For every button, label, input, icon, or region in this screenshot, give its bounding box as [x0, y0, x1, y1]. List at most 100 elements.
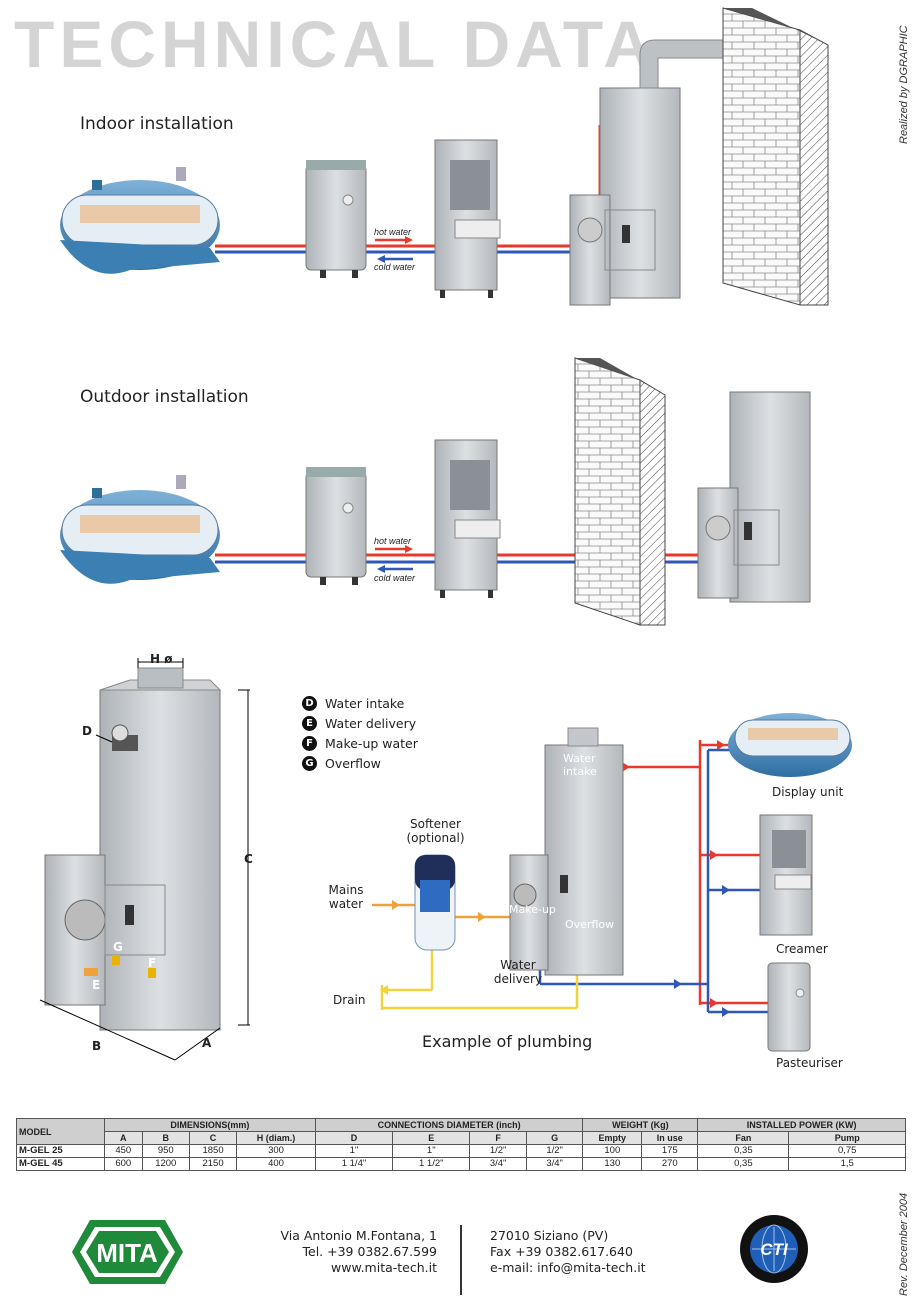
legend-key-d: D: [302, 695, 317, 711]
contact-block: 27010 Siziano (PV) Fax +39 0382.617.640 …: [490, 1228, 646, 1276]
cell: 270: [641, 1157, 699, 1171]
legend-key-f: F: [302, 735, 317, 751]
table-row: M-GEL 25 450 950 1850 300 1" 1" 1/2" 1/2…: [16, 1144, 906, 1158]
wall-indoor: [722, 7, 829, 306]
cell: 950: [141, 1144, 190, 1158]
cell: 1/2": [469, 1144, 527, 1158]
legend-item: G Overflow: [302, 753, 418, 773]
cell: 1/2": [525, 1144, 584, 1158]
spec-subheader-row: A B C H (diam.) D E F G Empty In use Fan…: [17, 1131, 906, 1145]
display-unit-illustration: [60, 167, 220, 274]
email-link[interactable]: e-mail: info@mita-tech.it: [490, 1260, 646, 1275]
dim-h-label: H ø: [150, 652, 173, 666]
outdoor-cold-water-label: cold water: [374, 573, 416, 583]
cell: 0,75: [788, 1144, 906, 1158]
creamer-label: Creamer: [776, 942, 828, 956]
cell: 600: [103, 1157, 143, 1171]
col-in-use: In use: [641, 1131, 699, 1145]
address-block: Via Antonio M.Fontana, 1 Tel. +39 0382.6…: [280, 1228, 437, 1276]
cell: 300: [236, 1144, 316, 1158]
dim-b-label: B: [92, 1039, 102, 1053]
footer-divider: [460, 1225, 462, 1295]
city-line: 27010 Siziano (PV): [490, 1228, 609, 1243]
mita-logo-text: MITA: [96, 1238, 158, 1268]
top-outlet: [137, 667, 184, 689]
indoor-cold-water-label: cold water: [374, 262, 416, 272]
group-dimensions: DIMENSIONS(mm): [103, 1118, 316, 1132]
legend-item: D Water intake: [302, 693, 418, 713]
mains-water-line1: Mains: [328, 883, 364, 897]
dim-a-label: A: [202, 1036, 212, 1050]
group-connections: CONNECTIONS DIAMETER (inch): [314, 1118, 584, 1132]
legend-item: F Make-up water: [302, 733, 418, 753]
cti-logo: CTI: [740, 1215, 808, 1283]
group-power: INSTALLED POWER (KW): [697, 1118, 906, 1132]
wall-outdoor: [574, 357, 666, 626]
spec-table: MODEL DIMENSIONS(mm) CONNECTIONS DIAMETE…: [16, 1118, 906, 1171]
table-row: M-GEL 45 600 1200 2150 400 1 1/4" 1 1/2"…: [16, 1157, 906, 1171]
display-unit-illustration-2: [60, 475, 220, 584]
cell: 130: [582, 1157, 643, 1171]
col-d: D: [314, 1131, 394, 1145]
group-weight: WEIGHT (Kg): [582, 1118, 699, 1132]
outdoor-hot-water-label: hot water: [374, 536, 412, 546]
model-name: M-GEL 25: [16, 1144, 105, 1158]
legend-key-e: E: [302, 715, 317, 731]
pasteuriser-label: Pasteuriser: [776, 1056, 843, 1070]
cell: 1": [392, 1144, 471, 1158]
cell: 400: [236, 1157, 316, 1171]
model-name: M-GEL 45: [16, 1157, 105, 1171]
display-unit-label: Display unit: [772, 785, 844, 799]
legend-key-g: G: [302, 755, 317, 771]
col-pump: Pump: [788, 1131, 906, 1145]
col-h: H (diam.): [236, 1131, 316, 1145]
mita-logo: MITA: [72, 1220, 183, 1284]
legend-label-e: Water delivery: [325, 715, 417, 731]
col-a: A: [103, 1131, 143, 1145]
water-intake-line2: intake: [563, 765, 597, 778]
col-g: G: [525, 1131, 584, 1145]
water-delivery-line2: delivery: [493, 972, 543, 986]
water-delivery-line1: Water: [500, 958, 536, 972]
dim-g-label: G: [113, 940, 123, 954]
dim-d-label: D: [82, 724, 92, 738]
cell: 2150: [188, 1157, 238, 1171]
mains-water-line2: water: [328, 897, 364, 911]
cell: 100: [582, 1144, 643, 1158]
cooler-outdoor-illustration: [697, 391, 811, 603]
dim-f-label: F: [148, 956, 157, 970]
col-b: B: [141, 1131, 190, 1145]
model-header: MODEL: [16, 1118, 105, 1145]
legend-item: E Water delivery: [302, 713, 418, 733]
address-line: Via Antonio M.Fontana, 1: [280, 1228, 437, 1243]
plumbing-diagram: [372, 713, 852, 1052]
col-fan: Fan: [697, 1131, 790, 1145]
make-up-label: Make-up: [509, 903, 556, 916]
phone-line: Tel. +39 0382.67.599: [302, 1244, 438, 1259]
legend-label-f: Make-up water: [325, 735, 418, 751]
cell: 0,35: [697, 1157, 790, 1171]
plumbing-creamer: [759, 814, 813, 936]
cell: 450: [103, 1144, 143, 1158]
cell: 3/4": [469, 1157, 527, 1171]
dimension-drawing: [39, 658, 250, 1061]
col-e: E: [392, 1131, 471, 1145]
outdoor-title: Outdoor installation: [80, 387, 249, 407]
pasteuriser-illustration: [305, 160, 367, 278]
legend-label-d: Water intake: [325, 695, 405, 711]
water-intake-label: Water intake: [563, 752, 597, 778]
outdoor-scene: [60, 357, 811, 626]
softener-title: Softener: [410, 817, 461, 831]
cell: 1 1/2": [392, 1157, 471, 1171]
legend-label-g: Overflow: [325, 755, 381, 771]
dim-c-label: C: [244, 852, 253, 866]
col-f: F: [469, 1131, 527, 1145]
cti-logo-text: CTI: [760, 1240, 789, 1259]
water-delivery-label: Water delivery: [487, 958, 549, 986]
fax-line: Fax +39 0382.617.640: [490, 1244, 633, 1259]
indoor-title: Indoor installation: [80, 114, 234, 134]
website-link[interactable]: www.mita-tech.it: [331, 1260, 437, 1275]
softener-label: Softener (optional): [398, 817, 473, 845]
cell: 175: [641, 1144, 699, 1158]
